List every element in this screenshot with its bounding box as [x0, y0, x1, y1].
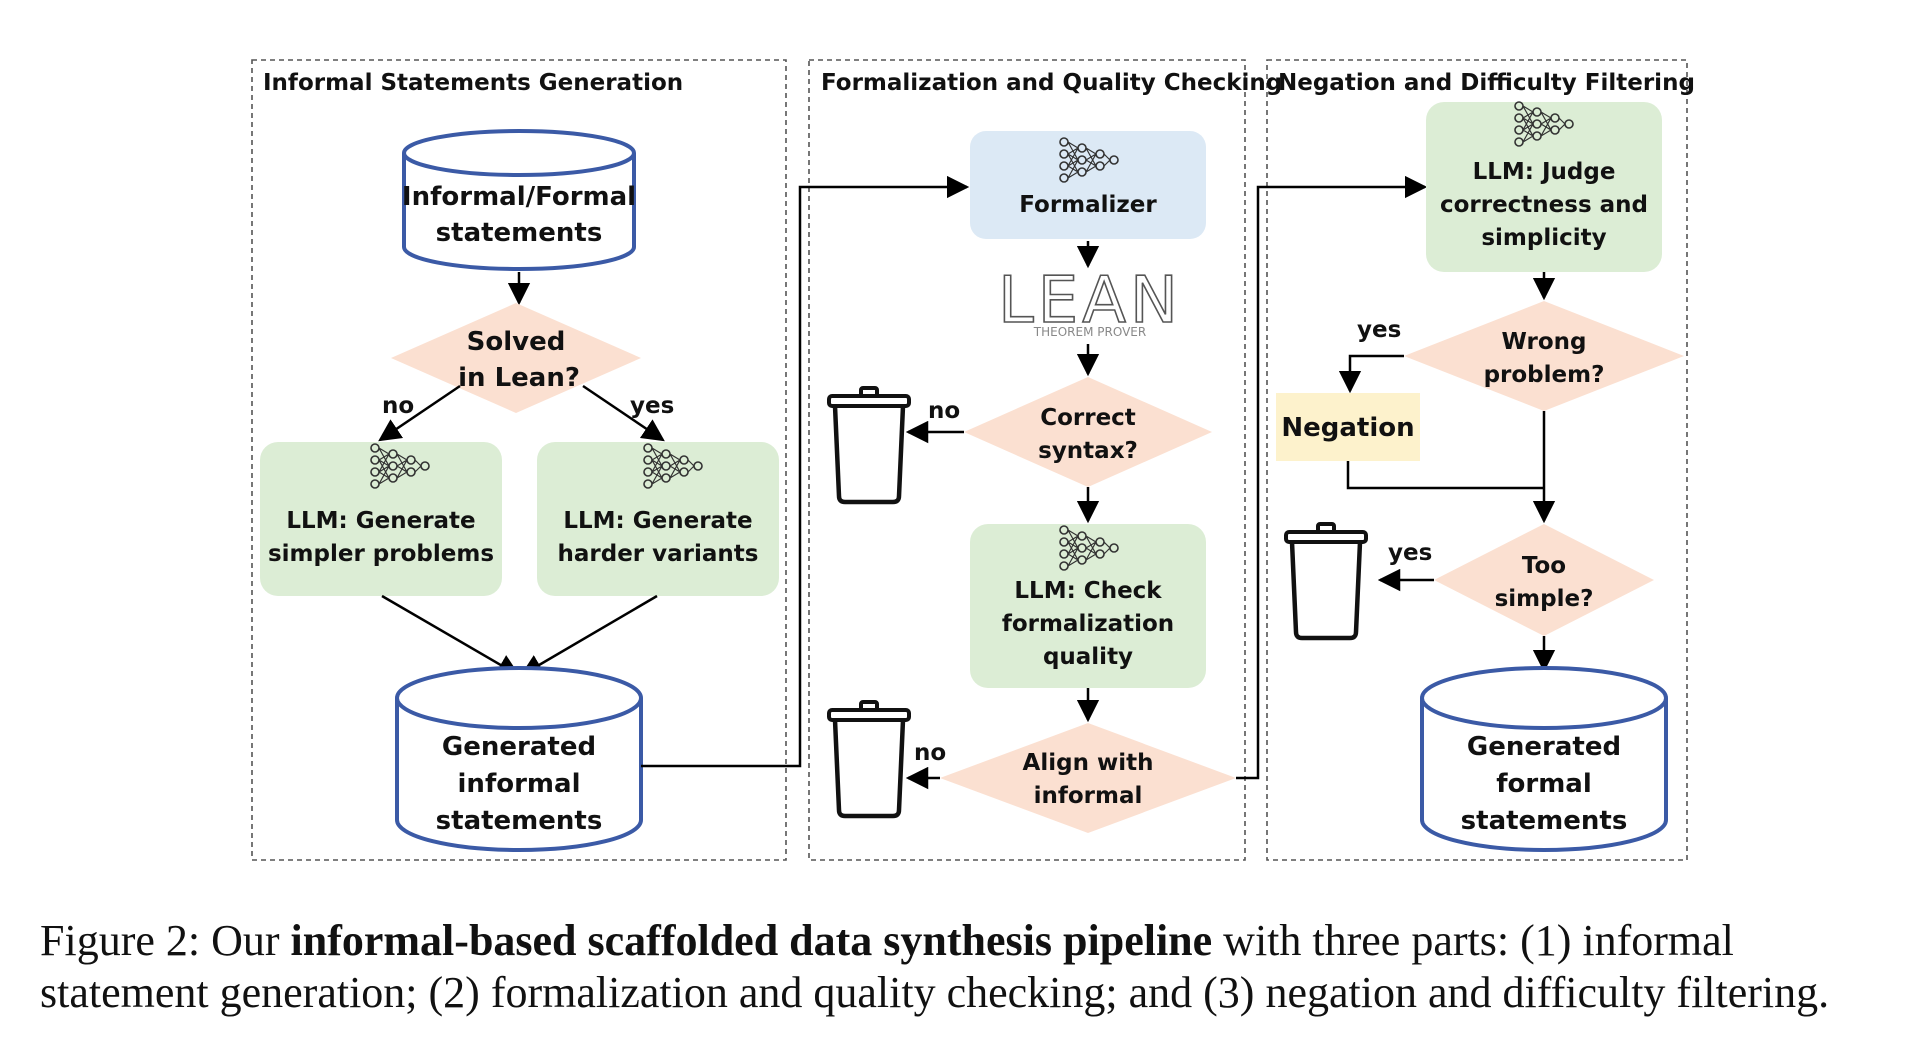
edge-label-syntax-no: no [928, 398, 960, 424]
llm-judge-line2: correctness and [1440, 192, 1648, 218]
db-gen-formal-line2: formal [1496, 769, 1592, 799]
llm-judge-line1: LLM: Judge [1473, 159, 1616, 185]
db-gen-informal-line3: statements [436, 806, 603, 836]
llm-harder-line2: harder variants [558, 541, 759, 567]
panel-title-1: Informal Statements Generation [263, 70, 683, 96]
db-top-line1: Informal/Formal [402, 182, 636, 212]
panel-title-3: Negation and Difficulty Filtering [1278, 70, 1695, 96]
decision-solved-in-lean: Solved in Lean? [391, 303, 641, 413]
negation-label: Negation [1281, 413, 1414, 443]
simple-line2: simple? [1495, 586, 1594, 612]
database-informal-formal: Informal/Formal statements [402, 129, 636, 271]
edge-label-wrong-yes: yes [1357, 317, 1401, 343]
pipeline-diagram: Informal Statements Generation Formaliza… [251, 59, 1695, 861]
llm-check-line3: quality [1043, 644, 1133, 670]
llm-generate-harder: LLM: Generate harder variants [537, 442, 779, 596]
decision-too-simple: Too simple? [1434, 524, 1654, 636]
edge-label-solved-yes: yes [630, 393, 674, 419]
caption-rest: with three parts: (1) informal [1212, 916, 1734, 965]
panel-formalization [808, 59, 1246, 861]
formalizer-box: Formalizer [970, 131, 1206, 239]
llm-harder-line1: LLM: Generate [563, 508, 752, 534]
decision-correct-syntax: Correct syntax? [964, 377, 1212, 487]
trash-icon [829, 702, 909, 816]
formalizer-label: Formalizer [1019, 192, 1157, 218]
decision-wrong-problem: Wrong problem? [1404, 301, 1684, 411]
caption-bold: informal-based scaffolded data synthesis… [290, 916, 1213, 965]
db-gen-formal-line1: Generated [1467, 732, 1621, 762]
llm-check-formalization: LLM: Check formalization quality [970, 524, 1206, 688]
trash-icon [1286, 524, 1366, 638]
lean-theorem-prover-logo: LEAN THEOREM PROVER [997, 263, 1182, 339]
llm-judge-line3: simplicity [1481, 225, 1606, 251]
lean-logo-subtitle: THEOREM PROVER [1033, 325, 1146, 339]
solved-line2: in Lean? [458, 363, 580, 393]
decision-align-informal: Align with informal [940, 723, 1236, 833]
panel-informal-generation [251, 59, 787, 861]
db-top-line2: statements [436, 218, 603, 248]
llm-generate-simpler: LLM: Generate simpler problems [260, 442, 502, 596]
figure-caption: Figure 2: Our informal-based scaffolded … [40, 915, 1890, 1019]
llm-check-line2: formalization [1002, 611, 1174, 637]
caption-line-2: statement generation; (2) formalization … [40, 968, 1830, 1017]
align-line1: Align with [1023, 750, 1154, 776]
db-gen-informal-line2: informal [458, 769, 581, 799]
panel-title-2: Formalization and Quality Checking [821, 70, 1282, 96]
llm-check-line1: LLM: Check [1014, 578, 1162, 604]
llm-judge-box: LLM: Judge correctness and simplicity [1426, 101, 1662, 272]
database-generated-formal: Generated formal statements [1420, 666, 1668, 852]
lean-logo-text: LEAN [998, 264, 1182, 338]
simple-line1: Too [1522, 553, 1566, 579]
align-line2: informal [1034, 783, 1143, 809]
solved-line1: Solved [467, 327, 566, 357]
wrong-line2: problem? [1484, 362, 1605, 388]
caption-line-1: Figure 2: Our informal-based scaffolded … [40, 915, 1890, 967]
caption-prefix: Figure 2: Our [40, 916, 291, 965]
edge-label-simple-yes: yes [1388, 540, 1432, 566]
panel-negation-filtering [1266, 59, 1688, 861]
syntax-line2: syntax? [1038, 438, 1138, 464]
edge-label-solved-no: no [382, 393, 414, 419]
syntax-line1: Correct [1040, 405, 1136, 431]
database-generated-informal: Generated informal statements [395, 666, 643, 852]
trash-icon [829, 388, 909, 502]
negation-box: Negation [1276, 393, 1420, 461]
llm-simpler-line2: simpler problems [268, 541, 494, 567]
llm-simpler-line1: LLM: Generate [286, 508, 475, 534]
edge-label-align-no: no [914, 740, 946, 766]
db-gen-formal-line3: statements [1461, 806, 1628, 836]
wrong-line1: Wrong [1502, 329, 1587, 355]
db-gen-informal-line1: Generated [442, 732, 596, 762]
